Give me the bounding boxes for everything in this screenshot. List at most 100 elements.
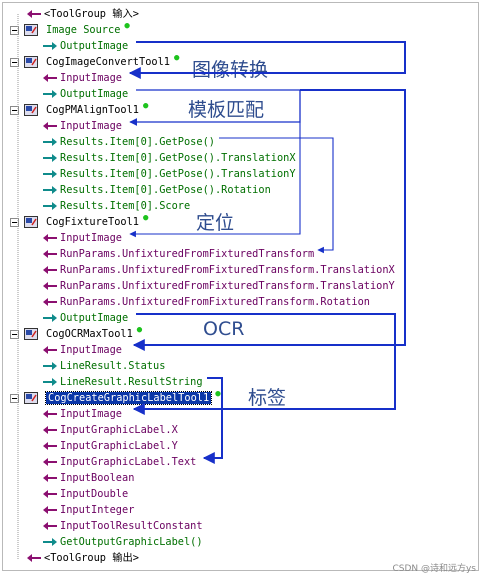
input-arrow-icon: [42, 72, 57, 84]
toolgroup-arrow-icon: [26, 552, 41, 564]
tool-node[interactable]: CogFixtureTool1 ●: [10, 213, 148, 230]
input-terminal[interactable]: RunParams.UnfixturedFromFixturedTransfor…: [42, 294, 370, 310]
tool-node[interactable]: Image Source●: [10, 21, 130, 38]
tool-node[interactable]: CogPMAlignTool1●: [10, 101, 148, 118]
tree-item-label: RunParams.UnfixturedFromFixturedTransfor…: [60, 296, 370, 308]
annotation-fixture: 定位: [196, 212, 235, 234]
tree-item-label: OutputImage: [60, 312, 129, 324]
status-dot-icon: ●: [215, 389, 221, 399]
output-terminal[interactable]: OutputImage: [42, 38, 128, 54]
input-terminal[interactable]: InputImage: [42, 342, 122, 358]
output-terminal[interactable]: LineResult.ResultString: [42, 374, 203, 390]
tree-item-label: InputGraphicLabel.X: [60, 424, 178, 436]
output-arrow-icon: [42, 200, 57, 212]
output-arrow-icon: [42, 376, 57, 388]
output-terminal[interactable]: Results.Item[0].Score: [42, 198, 190, 214]
status-dot-icon: ●: [174, 53, 180, 63]
input-arrow-icon: [42, 296, 57, 308]
input-arrow-icon: [42, 488, 57, 500]
link-convert-to-fixture: [129, 122, 301, 238]
tree-item-label: InputImage: [60, 72, 122, 84]
tree-item-label: InputImage: [60, 408, 122, 420]
input-terminal[interactable]: InputImage: [42, 230, 122, 246]
output-arrow-icon: [42, 168, 57, 180]
output-terminal[interactable]: OutputImage: [42, 310, 128, 326]
input-arrow-icon: [42, 408, 57, 420]
input-terminal[interactable]: RunParams.UnfixturedFromFixturedTransfor…: [42, 278, 395, 294]
link-convert-to-pmalign: [129, 89, 301, 126]
output-terminal[interactable]: Results.Item[0].GetPose().TranslationY: [42, 166, 296, 182]
input-arrow-icon: [42, 504, 57, 516]
tree-item-label: CogFixtureTool1: [46, 216, 139, 228]
tool-node[interactable]: CogOCRMaxTool1●: [10, 325, 142, 342]
tool-icon: [24, 328, 38, 340]
input-terminal[interactable]: InputToolResultConstant: [42, 518, 203, 534]
status-dot-icon: ●: [143, 213, 149, 223]
tree-item-label: <ToolGroup 输出>: [44, 552, 139, 564]
tree-item-label: CogOCRMaxTool1: [46, 328, 133, 340]
input-arrow-icon: [42, 248, 57, 260]
output-terminal[interactable]: LineResult.Status: [42, 358, 165, 374]
input-arrow-icon: [42, 264, 57, 276]
output-terminal[interactable]: Results.Item[0].GetPose().Rotation: [42, 182, 271, 198]
input-arrow-icon: [42, 344, 57, 356]
annotation-pmalign: 模板匹配: [188, 99, 265, 121]
output-arrow-icon: [42, 136, 57, 148]
input-terminal[interactable]: InputInteger: [42, 502, 134, 518]
input-arrow-icon: [42, 456, 57, 468]
input-terminal[interactable]: RunParams.UnfixturedFromFixturedTransfor…: [42, 262, 395, 278]
tree-item-label: InputImage: [60, 232, 122, 244]
status-dot-icon: ●: [124, 21, 130, 31]
status-dot-icon: ●: [143, 101, 149, 111]
tree-item-label: InputImage: [60, 344, 122, 356]
toolgroup-arrow-icon: [26, 8, 41, 20]
output-arrow-icon: [42, 360, 57, 372]
tree-item-label: OutputImage: [60, 88, 129, 100]
input-terminal[interactable]: InputGraphicLabel.Text: [42, 454, 196, 470]
annotation-ocr: OCR: [203, 318, 245, 340]
link-fixture-to-label: [132, 313, 396, 415]
tree-item-label: RunParams.UnfixturedFromFixturedTransfor…: [60, 280, 395, 292]
input-arrow-icon: [42, 280, 57, 292]
tool-tree-frame: [2, 2, 479, 571]
annotation-convert: 图像转换: [192, 59, 269, 81]
tool-icon: [24, 24, 38, 36]
input-arrow-icon: [42, 424, 57, 436]
tree-item-label: Results.Item[0].GetPose().Rotation: [60, 184, 271, 196]
tree-item-label: <ToolGroup 输入>: [44, 8, 139, 20]
input-arrow-icon: [42, 232, 57, 244]
output-terminal[interactable]: OutputImage: [42, 86, 128, 102]
input-terminal[interactable]: InputImage: [42, 118, 122, 134]
tree-item-label: Results.Item[0].GetPose().TranslationY: [60, 168, 296, 180]
input-terminal[interactable]: InputDouble: [42, 486, 128, 502]
tree-item-label: Results.Item[0].Score: [60, 200, 191, 212]
output-arrow-icon: [42, 536, 57, 548]
input-terminal[interactable]: InputImage: [42, 406, 122, 422]
tool-icon: [24, 104, 38, 116]
tool-node[interactable]: CogCreateGraphicLabelTool1●: [10, 389, 221, 406]
tree-item-label: Results.Item[0].GetPose().TranslationX: [60, 152, 296, 164]
output-terminal[interactable]: GetOutputGraphicLabel(): [42, 534, 203, 550]
tool-icon: [24, 216, 38, 228]
tool-icon: [24, 56, 38, 68]
link-source-to-convert: [128, 41, 406, 79]
input-terminal[interactable]: InputGraphicLabel.X: [42, 422, 178, 438]
tree-item-label: InputInteger: [60, 504, 135, 516]
input-terminal[interactable]: RunParams.UnfixturedFromFixturedTransfor…: [42, 246, 314, 262]
output-terminal[interactable]: Results.Item[0].GetPose().TranslationX: [42, 150, 296, 166]
output-arrow-icon: [42, 88, 57, 100]
tree-item-label: GetOutputGraphicLabel(): [60, 536, 203, 548]
input-terminal[interactable]: InputBoolean: [42, 470, 134, 486]
tree-item-label: RunParams.UnfixturedFromFixturedTransfor…: [60, 264, 395, 276]
input-terminal[interactable]: InputImage: [42, 70, 122, 86]
tree-item-label: InputToolResultConstant: [60, 520, 203, 532]
input-arrow-icon: [42, 520, 57, 532]
tree-item-label: InputImage: [60, 120, 122, 132]
link-pose-to-fixture: [219, 137, 334, 254]
toolgroup-terminal[interactable]: <ToolGroup 输入>: [26, 6, 139, 22]
toolgroup-terminal[interactable]: <ToolGroup 输出>: [26, 550, 139, 566]
output-terminal[interactable]: Results.Item[0].GetPose(): [42, 134, 215, 150]
link-ocr-to-label-text: [202, 377, 223, 464]
input-terminal[interactable]: InputGraphicLabel.Y: [42, 438, 178, 454]
